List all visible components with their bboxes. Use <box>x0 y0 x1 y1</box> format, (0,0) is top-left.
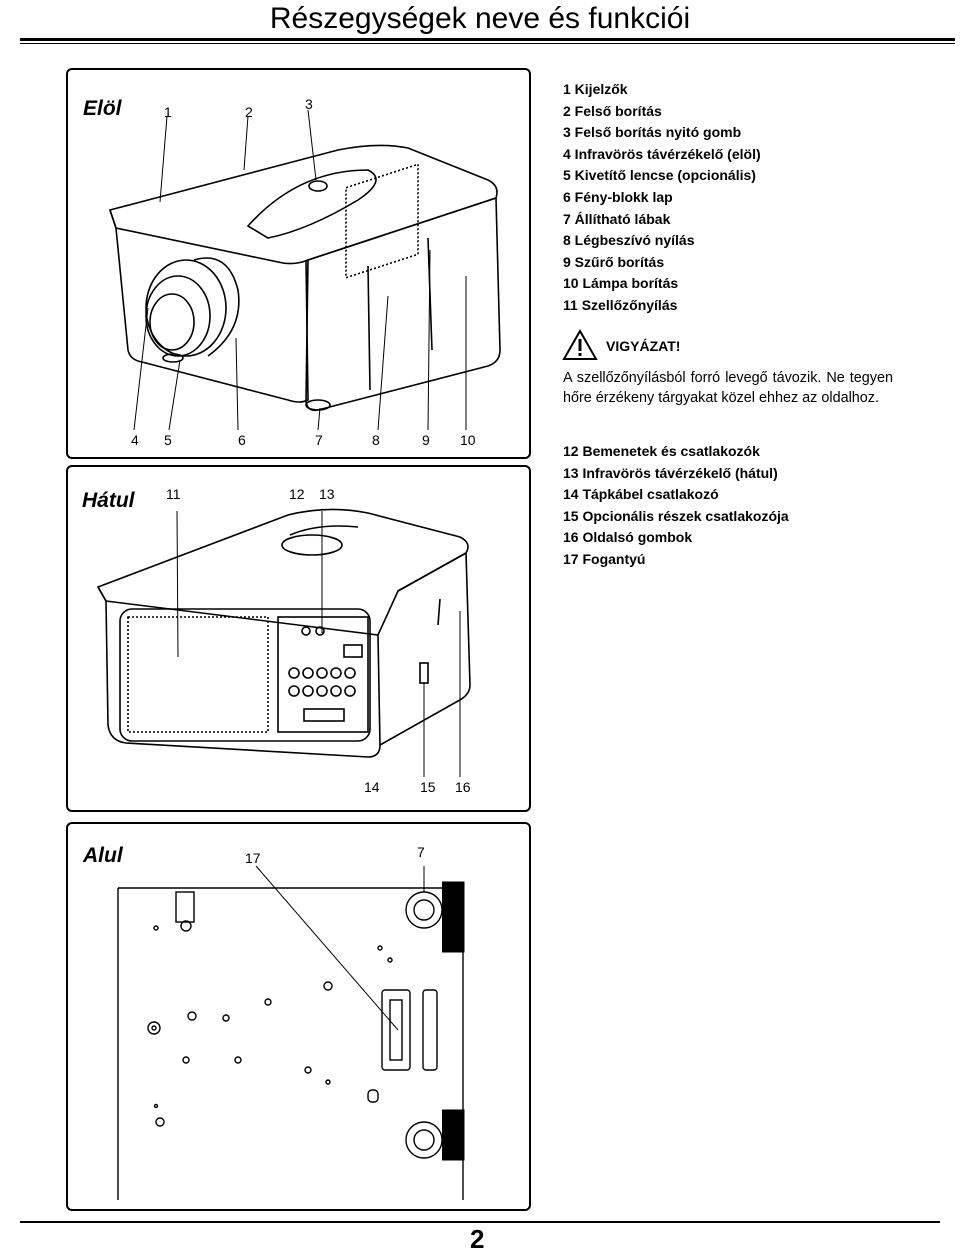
front-legend: 1 Kijelzők 2 Felső borítás 3 Felső borít… <box>563 79 761 317</box>
callout-6: 6 <box>238 432 246 448</box>
legend-item: 1 Kijelzők <box>563 81 628 97</box>
callout-10: 10 <box>460 432 476 448</box>
legend-item: 15 Opcionális részek csatlakozója <box>563 507 789 524</box>
legend-item: 8 Légbeszívó nyílás <box>563 232 695 249</box>
rear-projector-illustration <box>96 508 471 777</box>
callout-12: 12 <box>289 486 305 502</box>
warning-text: A szellőzőnyílásból forró levegő távozik… <box>563 370 893 406</box>
legend-item: 10 Lámpa borítás <box>563 275 679 292</box>
legend-item: 12 Bemenetek és csatlakozók <box>563 443 760 459</box>
warning-title: VIGYÁZAT! <box>606 338 681 354</box>
callout-7: 7 <box>315 432 323 448</box>
callout-2: 2 <box>245 104 253 120</box>
rear-view-label: Hátul <box>82 489 135 512</box>
legend-item: 2 Felső borítás <box>563 102 662 119</box>
callout-8: 8 <box>372 432 380 448</box>
callout-9: 9 <box>422 432 430 448</box>
legend-item: 7 Állítható lábak <box>563 210 671 227</box>
rear-view-panel <box>66 465 531 812</box>
warning-triangle-icon <box>562 329 598 360</box>
legend-item: 16 Oldalsó gombok <box>563 529 693 546</box>
page-title: Részegységek neve és funkciói <box>269 2 691 35</box>
callout-3: 3 <box>305 96 313 112</box>
legend-item: 6 Fény-blokk lap <box>563 188 673 205</box>
bottom-projector-illustration <box>117 865 465 1200</box>
legend-item: 3 Felső borítás nyitó gomb <box>563 124 742 141</box>
bottom-view-label: Alul <box>83 844 123 867</box>
front-projector-illustration <box>108 110 501 431</box>
callout-11: 11 <box>166 486 181 502</box>
legend-item: 14 Tápkábel csatlakozó <box>563 486 719 503</box>
callout-4: 4 <box>131 432 139 448</box>
callout-16: 16 <box>455 779 471 795</box>
legend-item: 13 Infravörös távérzékelő (hátul) <box>563 464 778 481</box>
callout-7-bottom: 7 <box>417 844 425 860</box>
legend-item: 9 Szűrő borítás <box>563 253 665 270</box>
callout-13: 13 <box>319 486 335 502</box>
callout-14: 14 <box>364 779 380 795</box>
callout-15: 15 <box>420 779 436 795</box>
title-rule <box>20 38 955 41</box>
rear-legend: 12 Bemenetek és csatlakozók 13 Infravörö… <box>563 441 789 571</box>
legend-item: 5 Kivetítő lencse (opcionális) <box>563 167 756 184</box>
callout-17: 17 <box>245 850 261 866</box>
footer-rule <box>20 1221 940 1223</box>
callout-1: 1 <box>164 104 172 120</box>
legend-item: 4 Infravörös távérzékelő (elöl) <box>563 145 761 162</box>
page-number: 2 <box>470 1224 485 1254</box>
callout-5: 5 <box>164 432 172 448</box>
title-rule-thin <box>20 43 955 44</box>
legend-item: 17 Fogantyú <box>563 550 646 567</box>
front-view-label: Elöl <box>83 97 122 120</box>
legend-item: 11 Szellőzőnyílás <box>563 296 678 313</box>
